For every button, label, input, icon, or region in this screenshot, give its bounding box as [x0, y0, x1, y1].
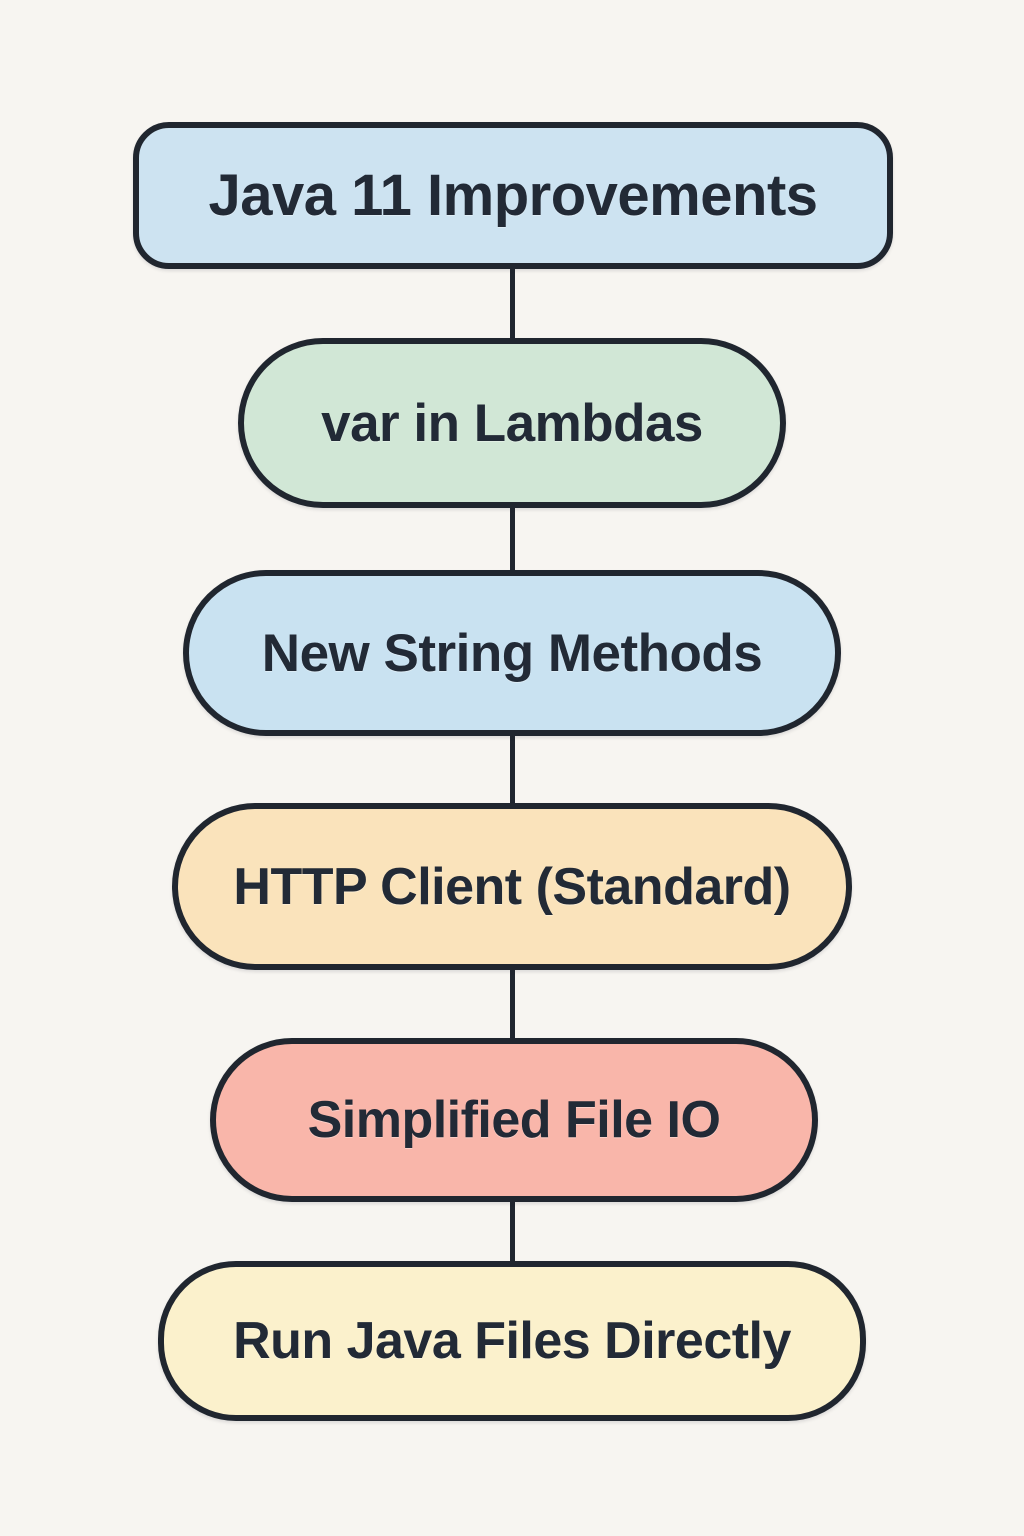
node-var-in-lambdas: var in Lambdas	[238, 338, 786, 508]
edge-connector	[510, 1194, 515, 1270]
node-new-string-methods: New String Methods	[183, 570, 841, 736]
node-java-11-improvements: Java 11 Improvements	[133, 122, 893, 269]
edge-connector	[510, 500, 515, 578]
node-run-java-files-directly: Run Java Files Directly	[158, 1261, 866, 1421]
edge-connector	[510, 262, 515, 346]
node-label: Run Java Files Directly	[233, 1312, 791, 1370]
node-http-client-standard: HTTP Client (Standard)	[172, 803, 852, 970]
node-label: HTTP Client (Standard)	[233, 857, 791, 916]
node-label: New String Methods	[261, 623, 763, 683]
node-label: Simplified File IO	[307, 1091, 721, 1149]
edge-connector	[510, 962, 515, 1046]
node-label: var in Lambdas	[321, 393, 703, 453]
node-label: Java 11 Improvements	[208, 163, 818, 228]
edge-connector	[510, 728, 515, 812]
node-simplified-file-io: Simplified File IO	[210, 1038, 818, 1202]
